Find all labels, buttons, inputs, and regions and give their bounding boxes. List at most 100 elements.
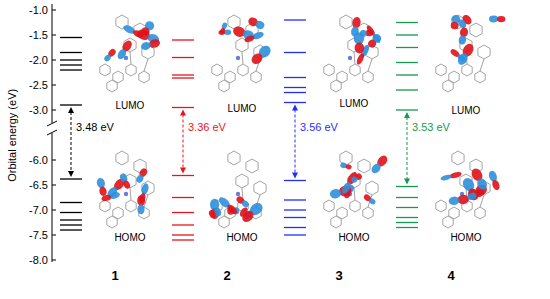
energy-level: [396, 217, 418, 218]
gap-arrow: [295, 110, 296, 174]
energy-level: [172, 239, 194, 240]
molecule-skeleton: [462, 64, 472, 76]
orbital-lobe: [370, 162, 383, 175]
energy-level: [284, 209, 306, 210]
molecule-skeleton: [452, 151, 464, 165]
energy-level: [396, 62, 418, 63]
molecule-bond: [354, 52, 355, 64]
energy-level: [172, 57, 194, 58]
orbital-lobe: [440, 174, 452, 182]
axis-tick: [52, 160, 56, 161]
orbital-label: LUMO: [228, 103, 257, 115]
metal-atom: [348, 56, 352, 60]
tick-label: -7.0: [29, 204, 48, 217]
molecule-bond: [130, 188, 131, 200]
orbital-lobe: [135, 174, 145, 184]
orbital-lobe: [354, 42, 364, 53]
energy-level: [396, 34, 418, 35]
orbital-lobe: [244, 34, 256, 43]
y-axis: [52, 133, 53, 262]
energy-level: [172, 234, 194, 235]
axis-tick: [52, 35, 56, 36]
orbital-label: HOMO: [114, 232, 145, 244]
energy-level: [60, 219, 82, 220]
molecule-skeleton: [139, 71, 149, 83]
energy-level: [60, 52, 82, 53]
compound-number: 4: [447, 269, 454, 284]
orbital-lobe: [449, 171, 462, 180]
energy-level: [60, 59, 82, 60]
metal-atom: [124, 192, 128, 196]
orbital-lobe: [497, 16, 506, 22]
energy-level: [284, 199, 306, 200]
molecule-skeleton: [254, 181, 266, 195]
orbital-lobe: [240, 209, 256, 225]
molecule-skeleton: [219, 216, 229, 228]
molecule-skeleton: [350, 64, 360, 76]
orbital-lobe: [249, 51, 264, 66]
orbital-lobe: [137, 204, 144, 214]
energy-level: [396, 74, 418, 75]
molecule-skeleton: [363, 71, 373, 83]
axis-tick: [52, 235, 56, 236]
molecule-skeleton: [443, 216, 453, 228]
energy-level: [284, 87, 306, 88]
molecule-skeleton: [363, 207, 373, 219]
orbital-lobe: [368, 197, 377, 205]
molecule-skeleton: [475, 71, 485, 83]
compound-number: 3: [335, 269, 342, 284]
energy-level: [60, 104, 82, 105]
molecule-skeleton: [436, 64, 446, 76]
tick-label: -6.5: [29, 179, 48, 192]
molecule-skeleton: [443, 80, 453, 92]
energy-level: [172, 175, 194, 176]
molecule-skeleton: [126, 64, 136, 76]
molecule-bond: [354, 188, 355, 200]
energy-level: [396, 89, 418, 90]
molecule-skeleton: [324, 200, 334, 212]
arrow-head: [68, 171, 74, 177]
tick-label: -2.5: [29, 79, 48, 92]
energy-level: [60, 229, 82, 230]
orbital-lobe: [122, 180, 131, 190]
gap-value: 3.48 eV: [76, 121, 114, 134]
molecule-skeleton: [340, 15, 352, 29]
orbital-lobe: [458, 35, 467, 45]
energy-level: [396, 186, 418, 187]
axis-tick: [52, 210, 56, 211]
molecule-skeleton: [126, 200, 136, 212]
molecule-bond: [144, 59, 148, 71]
orbital-lobe: [345, 164, 352, 170]
orbital-lobe: [350, 176, 358, 184]
molecule-skeleton: [238, 64, 248, 76]
molecule-skeleton: [436, 200, 446, 212]
energy-level: [396, 109, 418, 110]
energy-level: [284, 217, 306, 218]
compound-number: 2: [223, 269, 230, 284]
axis-tick: [52, 110, 56, 111]
molecule-skeleton: [331, 216, 341, 228]
orbital-lobe: [101, 194, 112, 202]
orbital-lobe: [241, 199, 250, 208]
gap-value: 3.56 eV: [300, 121, 338, 134]
orbital-label: LUMO: [452, 105, 481, 117]
energy-level: [60, 69, 82, 70]
molecule-skeleton: [470, 23, 482, 37]
molecule-bond: [368, 59, 372, 71]
axis-tick: [52, 260, 56, 261]
axis-title: Orbital energy (eV): [6, 89, 19, 182]
orbital-lobe: [456, 51, 470, 66]
axis-tick: [52, 85, 56, 86]
energy-level: [60, 64, 82, 65]
energy-level: [396, 207, 418, 208]
orbital-label: LUMO: [116, 100, 145, 112]
energy-level: [284, 77, 306, 78]
energy-level: [172, 212, 194, 213]
orbital-lobe: [448, 196, 460, 206]
molecule-skeleton: [350, 200, 360, 212]
energy-level: [284, 234, 306, 235]
molecule-skeleton: [475, 207, 485, 219]
axis-tick: [52, 60, 56, 61]
orbital-lobe: [116, 48, 128, 61]
